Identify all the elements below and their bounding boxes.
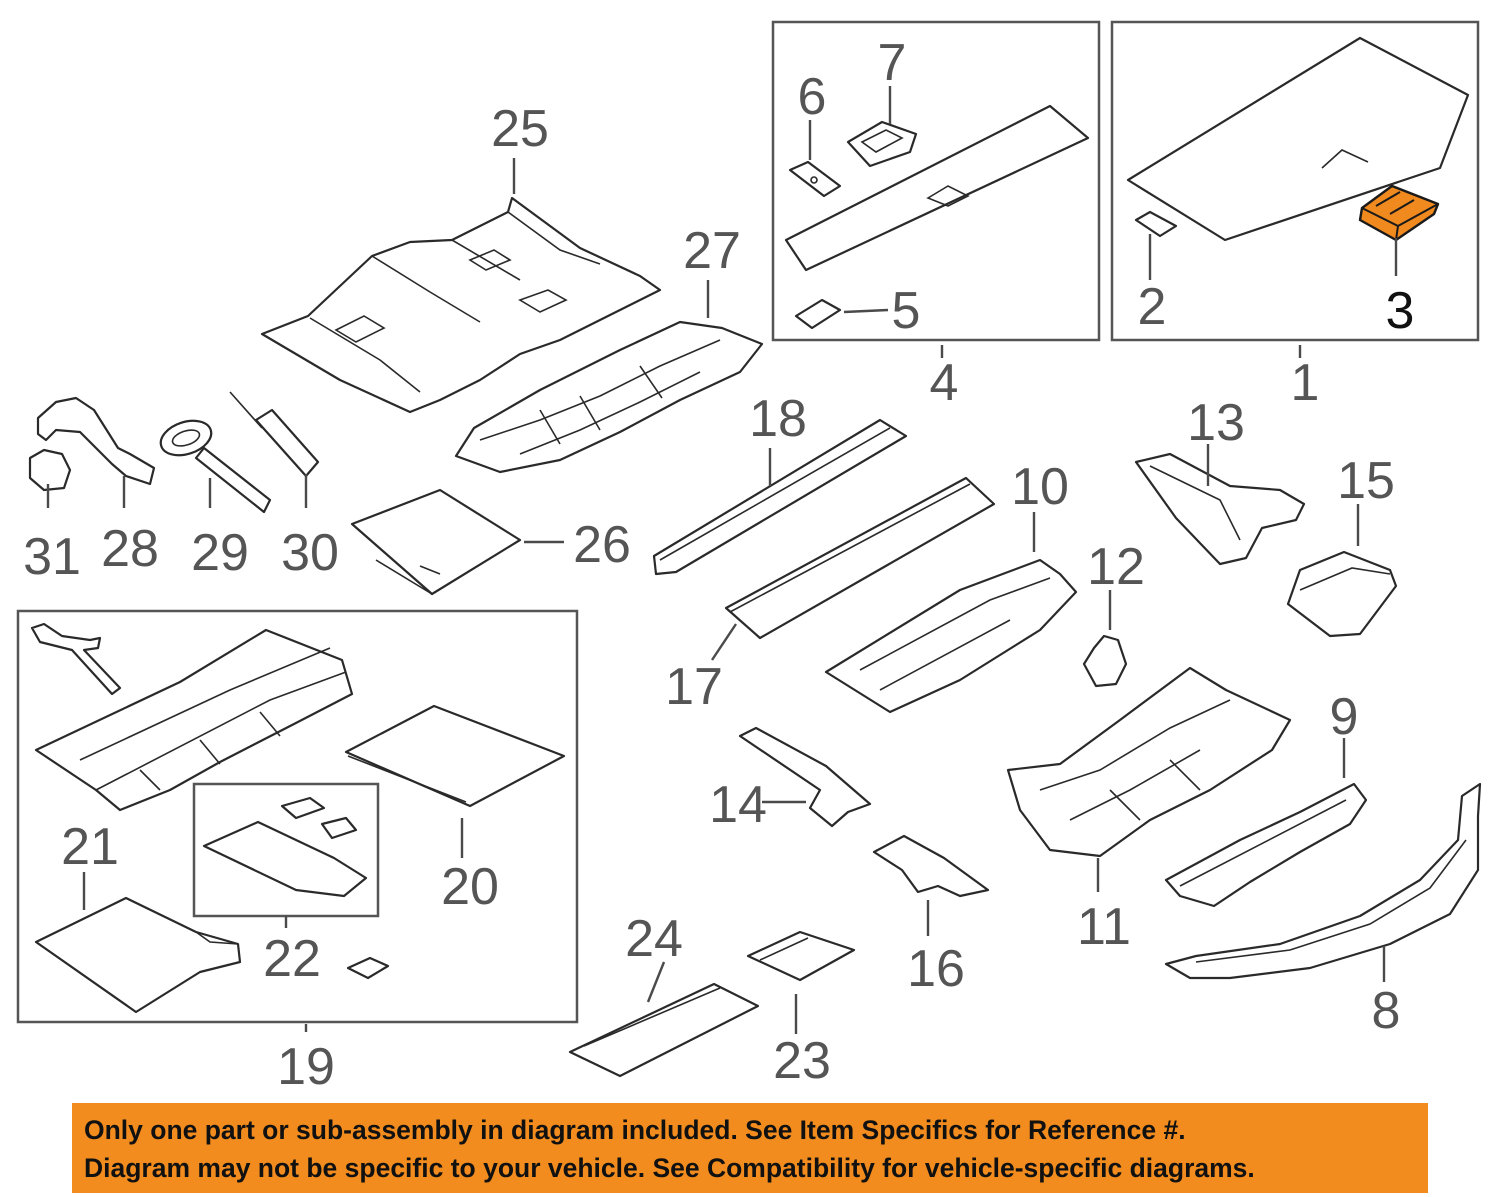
callout-23: 23: [773, 1032, 831, 1090]
leader-lines: [46, 86, 1398, 1034]
callout-20: 20: [441, 858, 499, 916]
callout-19: 19: [277, 1038, 335, 1096]
part-5-bracket[interactable]: [794, 298, 842, 330]
group-19-frame: [16, 609, 579, 1024]
part-16-bracket[interactable]: [872, 834, 990, 898]
part-27-floor-tray[interactable]: [454, 320, 764, 474]
part-19-jack-tool[interactable]: [30, 622, 122, 696]
part-24-plate[interactable]: [568, 982, 760, 1078]
part-8-sill-plate[interactable]: [1164, 782, 1482, 980]
callout-labels: 1 2 3 4 5 6 7 8 9 10 11 12 13 14 15 16 1…: [23, 34, 1414, 1096]
part-31-cap[interactable]: [28, 448, 72, 492]
callout-5: 5: [892, 282, 921, 340]
callout-4: 4: [930, 354, 959, 412]
callout-31: 31: [23, 528, 81, 586]
part-20-board[interactable]: [344, 704, 566, 808]
group-4-frame: [771, 20, 1101, 342]
callout-18: 18: [749, 390, 807, 448]
part-22-clips[interactable]: [202, 796, 390, 980]
part-11-rear-floor-pan[interactable]: [1006, 666, 1292, 858]
callout-25: 25: [491, 100, 549, 158]
part-7-handle[interactable]: [846, 120, 918, 168]
callout-29: 29: [191, 524, 249, 582]
part-30-screwdriver[interactable]: [229, 391, 320, 478]
disclaimer-banner: Only one part or sub-assembly in diagram…: [72, 1103, 1428, 1193]
part-12-clip[interactable]: [1082, 634, 1128, 688]
callout-30: 30: [281, 524, 339, 582]
part-29-tow-eye[interactable]: [156, 415, 272, 514]
callout-9: 9: [1330, 688, 1359, 746]
callout-16: 16: [907, 940, 965, 998]
part-21-board[interactable]: [34, 896, 242, 1014]
callout-2: 2: [1138, 278, 1167, 336]
callout-7: 7: [878, 34, 907, 92]
callout-22: 22: [263, 930, 321, 988]
callout-17: 17: [665, 658, 723, 716]
part-26-mat[interactable]: [350, 488, 522, 596]
part-1-cargo-floor-panel[interactable]: [1126, 36, 1470, 242]
part-10-tray[interactable]: [824, 558, 1078, 714]
part-4-floor-board[interactable]: [784, 104, 1090, 272]
part-3-highlighted-handle[interactable]: [1358, 184, 1440, 242]
callout-13: 13: [1187, 394, 1245, 452]
part-17-panel[interactable]: [724, 476, 996, 640]
callout-1: 1: [1291, 354, 1320, 412]
part-6-clip[interactable]: [788, 160, 842, 198]
callout-12: 12: [1087, 538, 1145, 596]
callout-26: 26: [573, 516, 631, 574]
callout-11: 11: [1077, 898, 1131, 956]
part-13-bracket[interactable]: [1134, 452, 1306, 566]
part-19-storage-tray[interactable]: [34, 628, 354, 812]
part-15-bracket[interactable]: [1286, 550, 1398, 638]
disclaimer-line-1: Only one part or sub-assembly in diagram…: [84, 1115, 1186, 1145]
callout-28: 28: [101, 520, 159, 578]
part-23-plate[interactable]: [746, 930, 856, 982]
disclaimer-line-2: Diagram may not be specific to your vehi…: [84, 1153, 1255, 1183]
part-9-crossmember[interactable]: [1164, 782, 1368, 908]
callout-14: 14: [709, 776, 767, 834]
callout-24: 24: [625, 910, 683, 968]
callout-15: 15: [1337, 452, 1395, 510]
part-25-floor-carpet[interactable]: [260, 196, 662, 414]
part-18-rail[interactable]: [652, 418, 908, 576]
part-2-clip[interactable]: [1134, 210, 1178, 238]
callout-3: 3: [1386, 282, 1415, 340]
callout-27: 27: [683, 222, 741, 280]
callout-10: 10: [1011, 458, 1069, 516]
callout-6: 6: [798, 68, 827, 126]
part-14-bracket[interactable]: [738, 726, 872, 828]
callout-8: 8: [1372, 982, 1401, 1040]
callout-21: 21: [61, 818, 119, 876]
part-28-jack-handle[interactable]: [36, 396, 156, 486]
group-1-frame: [1110, 20, 1480, 342]
